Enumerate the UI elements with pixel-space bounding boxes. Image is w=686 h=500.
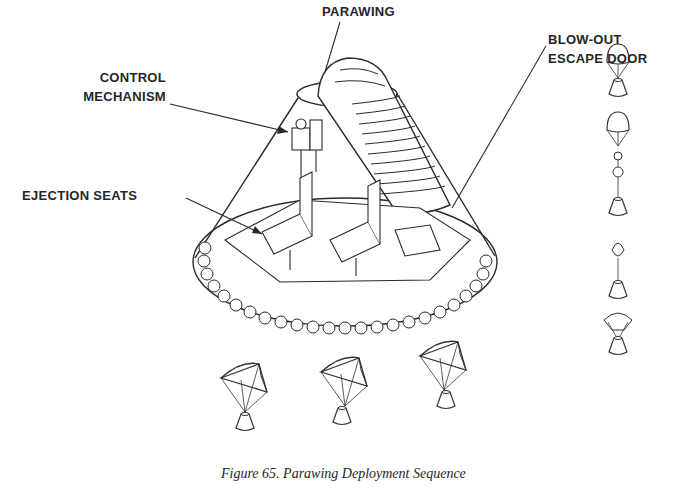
- part-label: CONTROL MECHANISM: [70, 68, 166, 106]
- figure-caption: Figure 65. Parawing Deployment Sequence: [221, 466, 466, 482]
- part-label: BLOW-OUT ESCAPE DOOR: [548, 30, 658, 68]
- part-label: EJECTION SEATS: [22, 186, 137, 205]
- part-label: PARAWING: [322, 2, 395, 21]
